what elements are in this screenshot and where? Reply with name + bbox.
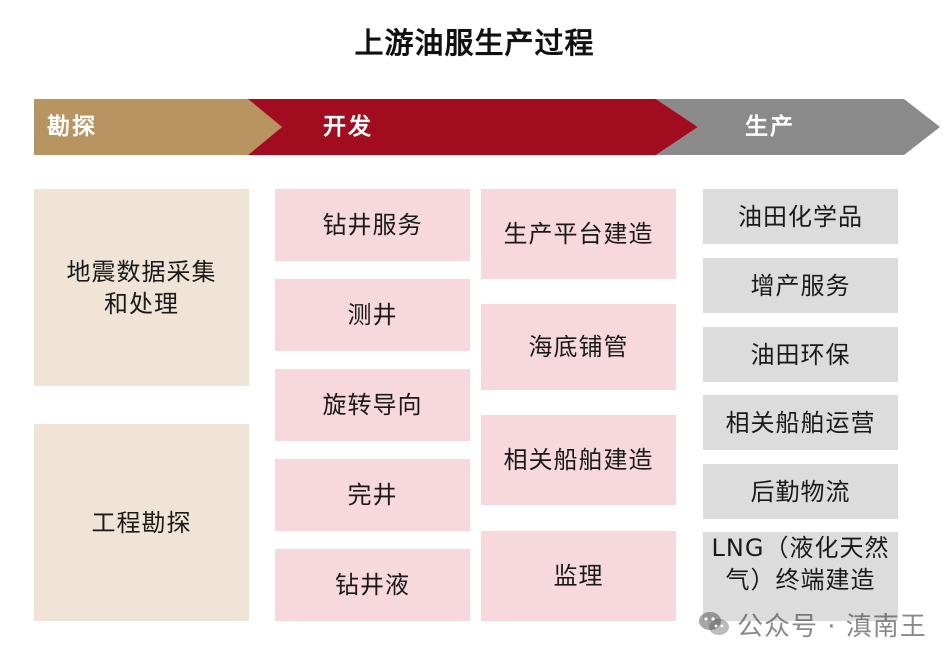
exploration-item-engineering: 工程勘探: [34, 424, 249, 621]
watermark-text: 公众号 · 滇南王: [737, 611, 927, 642]
watermark: 公众号 · 滇南王: [697, 602, 937, 646]
production-item-logistics: 后勤物流: [703, 464, 898, 519]
development-item-drilling-service: 钻井服务: [275, 189, 470, 261]
stage-arrow-production: [656, 99, 940, 155]
production-item-environmental: 油田环保: [703, 327, 898, 382]
development-item-subsea-pipelaying: 海底铺管: [481, 304, 676, 390]
development-item-drilling-fluid: 钻井液: [275, 549, 470, 621]
production-item-oilfield-chemicals: 油田化学品: [703, 189, 898, 244]
exploration-item-seismic: 地震数据采集和处理: [34, 189, 249, 386]
development-item-platform-construction: 生产平台建造: [481, 189, 676, 279]
development-item-well-logging: 测井: [275, 279, 470, 351]
stage-label-production: 生产: [745, 114, 795, 140]
stage-label-development: 开发: [323, 114, 373, 140]
wechat-icon: [699, 612, 729, 635]
development-item-well-completion: 完井: [275, 459, 470, 531]
development-item-supervision: 监理: [481, 531, 676, 621]
development-item-vessel-construction: 相关船舶建造: [481, 415, 676, 505]
development-item-rotary-steering: 旋转导向: [275, 369, 470, 441]
stage-label-exploration: 勘探: [47, 114, 97, 140]
page-title: 上游油服生产过程: [354, 26, 595, 60]
production-item-stimulation: 增产服务: [703, 258, 898, 313]
stage-arrow-development: [248, 99, 698, 155]
production-item-lng-terminal: LNG（液化天然气）终端建造: [703, 532, 898, 621]
production-item-vessel-operation: 相关船舶运营: [703, 395, 898, 450]
